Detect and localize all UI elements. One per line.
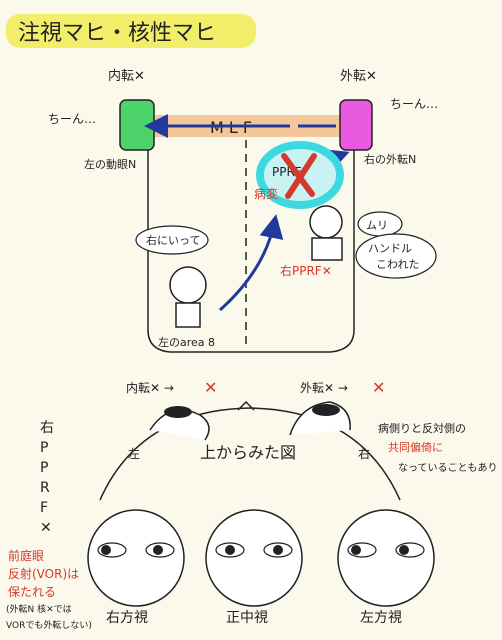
lesion-x-2: [285, 153, 317, 199]
vor-note-4: (外転N 核✕では: [6, 603, 72, 615]
left-mark: 左: [128, 446, 140, 461]
gaze-right-label: 左方視: [360, 610, 402, 626]
vor-note-5: VORでも外転しない): [6, 619, 92, 631]
right-abducens-box: [339, 99, 373, 151]
naiten-cross-label: 内転✕ →: [126, 381, 174, 395]
svg-text:R: R: [40, 480, 50, 496]
vor-note-2: 反射(VOR)は: [8, 566, 79, 581]
lesion-label: 病変: [254, 186, 278, 201]
vor-note-3: 保たれる: [8, 585, 56, 599]
bubble-handle: [355, 233, 437, 279]
left-pupil-top: [164, 406, 192, 418]
bubble-left-text: 右にいって: [146, 233, 200, 247]
svg-text:F: F: [40, 500, 48, 516]
bubble-muri-text: ムリ: [366, 219, 388, 232]
left-nucleus-label: 左の動眼N: [84, 157, 136, 171]
area8-label: 左のarea 8: [158, 336, 215, 349]
svg-text:✕: ✕: [40, 520, 52, 536]
head-top-view: [99, 407, 401, 501]
right-pprf-label: 右PPRF✕: [280, 263, 332, 278]
naiten-cross-x: ✕: [204, 378, 217, 397]
note-line-1: 病側りと反対側の: [378, 421, 466, 435]
bubble-left: [135, 225, 209, 255]
right-mark: 右: [358, 446, 370, 461]
left-person-body: [175, 302, 201, 328]
title-highlight: [6, 14, 256, 48]
top-view-label: 上からみた図: [200, 443, 296, 462]
left-oculomotor-box: [119, 99, 155, 151]
nose-top: [237, 400, 255, 411]
bubble-handle-text-2: こわれた: [376, 258, 419, 271]
gaze-center-label: 正中視: [226, 610, 268, 626]
svg-text:右: 右: [40, 420, 54, 436]
face-center-gaze: [205, 509, 303, 607]
bubble-handle-text-1: ハンドル: [368, 242, 412, 255]
right-person-body: [311, 237, 343, 261]
vertical-label: 右 P P R F ✕: [40, 420, 54, 536]
gaiten-cross-label: 外転✕ →: [300, 381, 348, 395]
note-line-2: 共同偏倚に: [388, 440, 443, 454]
page-title: 注視マヒ・核性マヒ: [18, 21, 216, 46]
brainstem-outline: [147, 150, 355, 353]
right-pupil-top: [312, 404, 340, 416]
vor-note-1: 前庭眼: [8, 548, 44, 563]
naiten-label: 内転✕: [108, 68, 145, 84]
lesion-x-1: [281, 153, 315, 197]
left-eye-top: [149, 409, 210, 441]
gaiten-label: 外転✕: [340, 69, 377, 84]
right-person-head: [309, 205, 343, 239]
left-chiin: ちーん…: [48, 112, 96, 126]
note-line-3: なっていることもあり: [398, 462, 498, 474]
face-right-gaze: [87, 509, 185, 607]
left-person-head: [169, 266, 207, 304]
gaze-left-label: 右方視: [106, 610, 148, 626]
right-nucleus-label: 右の外転N: [364, 152, 416, 166]
right-chiin: ちーん…: [390, 97, 438, 111]
gaiten-cross-x: ✕: [372, 378, 385, 397]
svg-text:P: P: [40, 460, 48, 476]
area8-arrow: [219, 214, 284, 312]
svg-text:P: P: [40, 440, 48, 456]
face-left-gaze: [337, 509, 435, 607]
